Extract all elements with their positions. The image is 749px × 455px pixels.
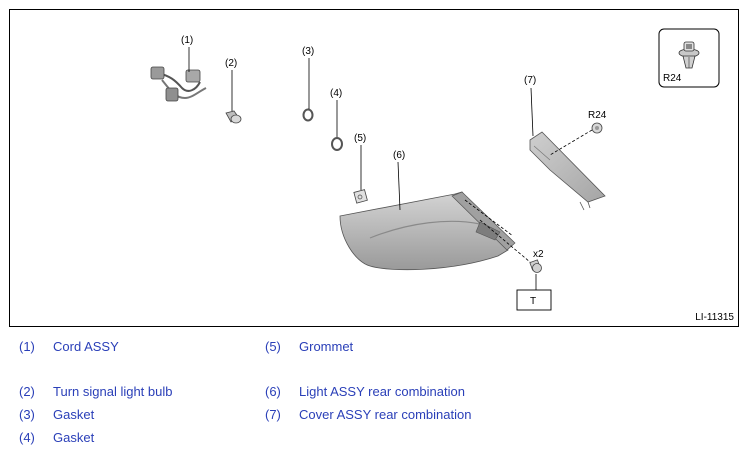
turn-signal-light-bulb: (2) [225,58,242,124]
legend-item-1: (1) Cord ASSY [19,339,119,354]
cord-assy: (1) [150,35,207,102]
parts-diagram: (1) (2) (3) (4) (5) [9,9,739,327]
clip-r24: R24 [549,110,607,156]
figure-id: LI-11315 [695,312,734,323]
legend-name: Light ASSY rear combination [299,384,465,399]
bolt: x2 T [464,199,552,311]
legend-num: (1) [19,339,35,354]
callout-5: (5) [354,133,366,144]
legend-num: (3) [19,407,35,422]
callout-6: (6) [393,150,405,161]
clip-icon [678,41,700,69]
torque-label-r24: R24 [588,110,607,121]
legend-name: Cord ASSY [53,339,119,354]
grommet: (5) [353,133,368,204]
quantity-label: x2 [533,249,544,260]
callout-7: (7) [524,75,536,86]
legend-num: (2) [19,384,35,399]
gasket-4: (4) [330,88,343,151]
legend-num: (5) [265,339,281,354]
callout-3: (3) [302,46,314,57]
callout-4: (4) [330,88,342,99]
legend-num: (4) [19,430,35,445]
legend-item-4: (4) Gasket [19,430,94,445]
legend-item-2: (2) Turn signal light bulb [19,384,172,399]
legend-item-7: (7) Cover ASSY rear combination [265,407,471,422]
legend-item-3: (3) Gasket [19,407,94,422]
callout-1: (1) [181,35,193,46]
legend-num: (6) [265,384,281,399]
clip-inset: R24 [658,28,720,88]
gasket-3: (3) [302,46,314,122]
legend-num: (7) [265,407,281,422]
torque-label-t: T [530,296,536,307]
exploded-view: (1) (2) (3) (4) (5) [150,28,720,311]
light-assy-rear-combination: (6) [339,150,516,271]
legend-name: Gasket [53,430,95,445]
cover-assy-rear-combination: (7) [524,75,606,211]
legend-name: Grommet [299,339,354,354]
legend-name: Cover ASSY rear combination [299,407,472,422]
callout-2: (2) [225,58,237,69]
legend-item-6: (6) Light ASSY rear combination [265,384,465,399]
legend-name: Turn signal light bulb [53,384,173,399]
legend-item-5: (5) Grommet [265,339,353,354]
legend-name: Gasket [53,407,95,422]
inset-label: R24 [663,73,682,84]
